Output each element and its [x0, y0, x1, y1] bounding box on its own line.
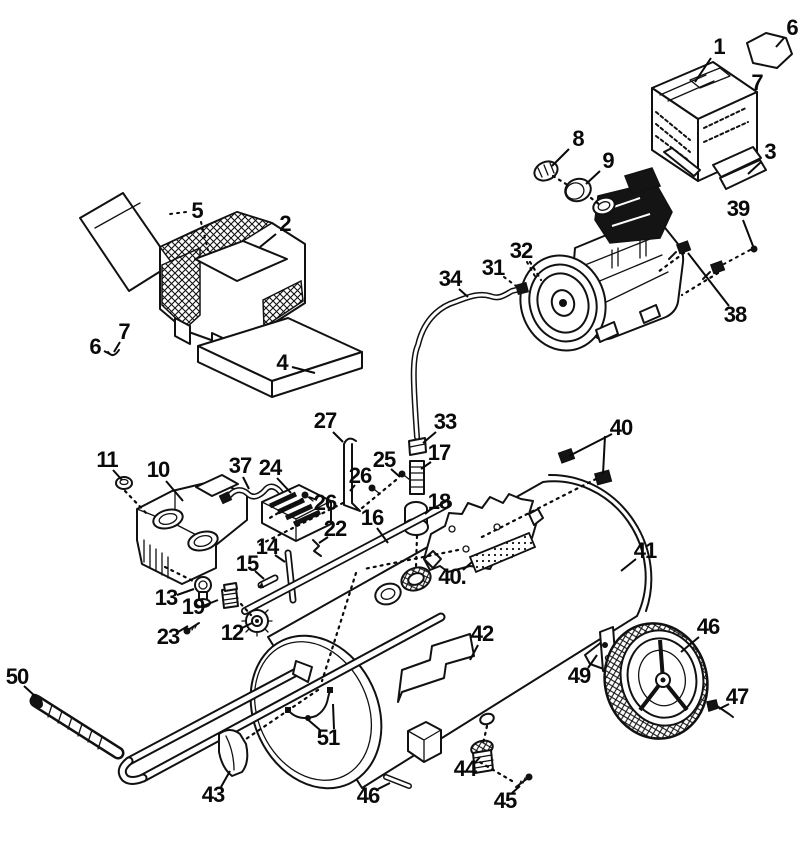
leader-line — [220, 770, 231, 788]
leader-line — [332, 703, 335, 730]
leader-line — [620, 558, 637, 572]
leader-line — [420, 461, 432, 470]
pin-long — [284, 549, 297, 604]
leader-line — [390, 468, 401, 478]
tank-grommets — [374, 566, 432, 606]
leader-line — [202, 599, 219, 607]
leader-line — [305, 717, 321, 731]
tray — [197, 317, 363, 398]
leader-line — [254, 570, 265, 580]
small-bolts — [301, 470, 411, 557]
leader-line — [587, 654, 598, 669]
fitting-threaded — [221, 582, 239, 609]
leader-line — [511, 785, 521, 794]
leader-line — [680, 636, 700, 653]
handle-foot — [218, 729, 249, 777]
leader-line — [241, 622, 253, 629]
leader-line — [274, 554, 286, 563]
pad-hexagon — [746, 32, 793, 69]
leader-lines — [23, 37, 785, 794]
outlet-tube — [410, 281, 530, 440]
leader-line — [23, 685, 37, 698]
leader-line — [376, 527, 389, 544]
safety-valve — [194, 576, 212, 608]
leader-line — [177, 625, 189, 633]
leader-line — [377, 782, 391, 790]
leader-line — [112, 469, 123, 481]
leader-line — [473, 756, 481, 765]
construction-lines — [123, 174, 720, 783]
leader-line — [200, 221, 209, 251]
leader-line — [462, 561, 473, 571]
cap-small — [115, 476, 133, 490]
leader-line — [276, 477, 292, 494]
screw-drain — [515, 773, 533, 788]
leader-line — [424, 508, 432, 515]
leader-line — [602, 435, 606, 475]
leader-line — [318, 536, 329, 544]
bracket-striped — [261, 484, 332, 542]
leader-line — [242, 476, 250, 490]
leader-line — [742, 219, 754, 247]
leader-line — [775, 37, 785, 48]
leader-line — [259, 233, 277, 248]
leader-line — [687, 252, 730, 307]
leader-line — [723, 249, 751, 265]
leader-line — [526, 261, 537, 279]
pump-motor-assembly — [519, 160, 758, 352]
leader-line — [585, 170, 601, 185]
leader-line — [176, 588, 195, 596]
leader-line — [103, 350, 111, 355]
leader-line — [469, 644, 479, 661]
screw-small — [183, 622, 200, 635]
tank-tube — [241, 500, 452, 615]
leader-line — [169, 211, 187, 215]
shroud-left — [158, 211, 306, 356]
leader-line — [747, 161, 762, 175]
leader-line — [718, 703, 730, 710]
leader-line — [113, 341, 121, 353]
leader-line — [694, 57, 712, 83]
manifold — [136, 474, 248, 585]
leader-line — [332, 431, 344, 443]
leader-line — [165, 480, 184, 502]
label-sheet — [79, 192, 173, 292]
leader-line — [349, 484, 356, 492]
leader-line — [458, 288, 469, 298]
pin-flat — [383, 774, 412, 789]
leader-line — [422, 431, 437, 444]
fitting-small — [257, 574, 279, 589]
drain-valve — [470, 739, 494, 774]
leader-line — [551, 148, 570, 167]
leader-line — [308, 496, 318, 501]
leader-line — [291, 366, 316, 374]
leader-line — [503, 276, 517, 287]
handle — [29, 612, 446, 785]
hook-bracket — [343, 437, 361, 512]
